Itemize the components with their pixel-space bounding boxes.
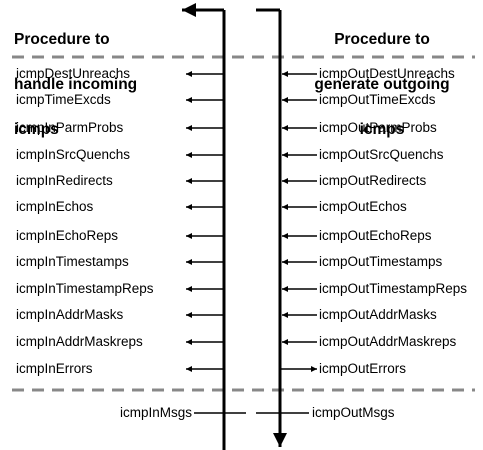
outgoing-heading-line-2: generate outgoing (314, 76, 450, 93)
outgoing-counter-label: icmpOutEchos (319, 199, 407, 214)
icmp-out-msgs-label: icmpOutMsgs (312, 405, 395, 420)
incoming-counter-label: icmpInAddrMasks (16, 307, 124, 322)
incoming-counter-label: icmpInEchoReps (16, 228, 119, 243)
outgoing-counter-label: icmpOutTimestampReps (319, 281, 468, 296)
incoming-counter-label: icmpInTimestamps (16, 254, 129, 269)
incoming-counter-label: icmpInAddrMaskreps (16, 334, 143, 349)
outgoing-counter-label: icmpOutAddrMasks (319, 307, 437, 322)
outgoing-counter-label: icmpOutDestUnreachs (319, 66, 455, 81)
incoming-counter-label: icmpInErrors (16, 361, 93, 376)
incoming-counter-label: icmpInTimestampReps (16, 281, 154, 296)
incoming-procedure-heading: Procedure to handle incoming icmps (14, 2, 137, 152)
incoming-counter-label: icmpTimeExcds (16, 92, 111, 107)
outgoing-heading-line-1: Procedure to (334, 31, 430, 48)
outgoing-heading-line-3: icmps (359, 121, 405, 138)
outgoing-counter-label: icmpOutRedirects (319, 173, 427, 188)
incoming-heading-line-2: handle incoming (14, 76, 138, 93)
incoming-counter-label: icmpInRedirects (16, 173, 113, 188)
icmp-in-msgs-label: icmpInMsgs (119, 405, 192, 420)
outgoing-procedure-heading: Procedure to generate outgoing icmps (302, 2, 462, 152)
outgoing-counter-label: icmpOutErrors (319, 361, 407, 376)
incoming-counter-label: icmpInSrcQuenchs (16, 147, 131, 162)
outgoing-counter-label: icmpOutEchoReps (319, 228, 432, 243)
incoming-counter-label: icmpInEchos (16, 199, 94, 214)
outgoing-counter-label: icmpOutParmProbs (319, 120, 437, 135)
outgoing-counter-label: icmpOutAddrMaskreps (319, 334, 457, 349)
incoming-counter-label: icmpInParmProbs (16, 120, 124, 135)
incoming-heading-line-1: Procedure to (14, 31, 110, 48)
incoming-counter-label: icmpDestUnreachs (16, 66, 131, 81)
outgoing-counter-label: icmpOutTimestamps (319, 254, 443, 269)
incoming-heading-line-3: icmps (14, 121, 59, 138)
outgoing-counter-label: icmpOutTimeExcds (319, 92, 436, 107)
outgoing-counter-label: icmpOutSrcQuenchs (319, 147, 444, 162)
